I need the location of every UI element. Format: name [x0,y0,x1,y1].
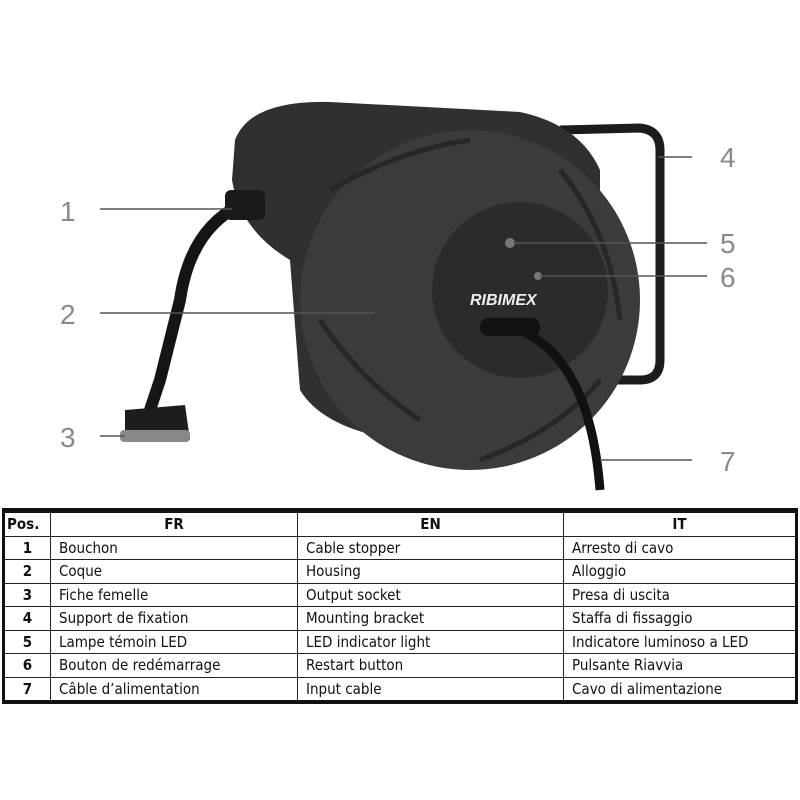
header-fr: FR [50,510,298,537]
cell-pos: 1 [3,535,51,560]
callout-6: 6 [720,262,736,293]
input-cable [518,325,605,491]
cell-pos: 3 [3,582,51,607]
cell-en: Mounting bracket [297,606,564,631]
mounting-bracket [559,123,665,385]
cell-fr: Lampe témoin LED [50,629,298,654]
cell-it: Alloggio [563,559,797,584]
cell-fr: Bouton de redémarrage [50,653,298,678]
brand-logo: RIBIMEX [470,292,538,309]
header-pos: Pos. [3,510,51,537]
callout-2: 2 [60,299,76,330]
cell-pos: 6 [3,653,51,678]
cable-stopper [225,190,265,220]
header-en: EN [297,510,564,537]
header-it: IT [563,510,797,537]
cell-en: Input cable [297,676,564,703]
cell-en: LED indicator light [297,629,564,654]
cell-fr: Support de fixation [50,606,298,631]
callout-4: 4 [720,142,736,173]
cell-en: Housing [297,559,564,584]
cell-it: Presa di uscita [563,582,797,607]
cell-pos: 5 [3,629,51,654]
cell-it: Indicatore luminoso a LED [563,629,797,654]
cell-it: Arresto di cavo [563,535,797,560]
callout-7: 7 [720,446,736,477]
cell-pos: 4 [3,606,51,631]
led-indicator [505,238,515,248]
center-plate [432,202,608,378]
cell-fr: Bouchon [50,535,298,560]
callout-5: 5 [720,228,736,259]
cell-fr: Fiche femelle [50,582,298,607]
cell-it: Cavo di alimentazione [563,676,797,703]
cell-en: Output socket [297,582,564,607]
cell-en: Restart button [297,653,564,678]
cell-it: Pulsante Riavvia [563,653,797,678]
output-cable [144,199,243,412]
callout-1: 1 [60,196,76,227]
cell-it: Staffa di fissaggio [563,606,797,631]
table-header-row: Pos. FR EN IT [3,510,797,537]
cell-pos: 2 [3,559,51,584]
restart-button [534,272,542,280]
cable-reel-illustration: RIBIMEX [100,101,707,491]
cell-fr: Câble d’alimentation [50,676,298,703]
cell-pos: 7 [3,676,51,703]
cell-en: Cable stopper [297,535,564,560]
cell-fr: Coque [50,559,298,584]
callout-3: 3 [60,422,76,453]
